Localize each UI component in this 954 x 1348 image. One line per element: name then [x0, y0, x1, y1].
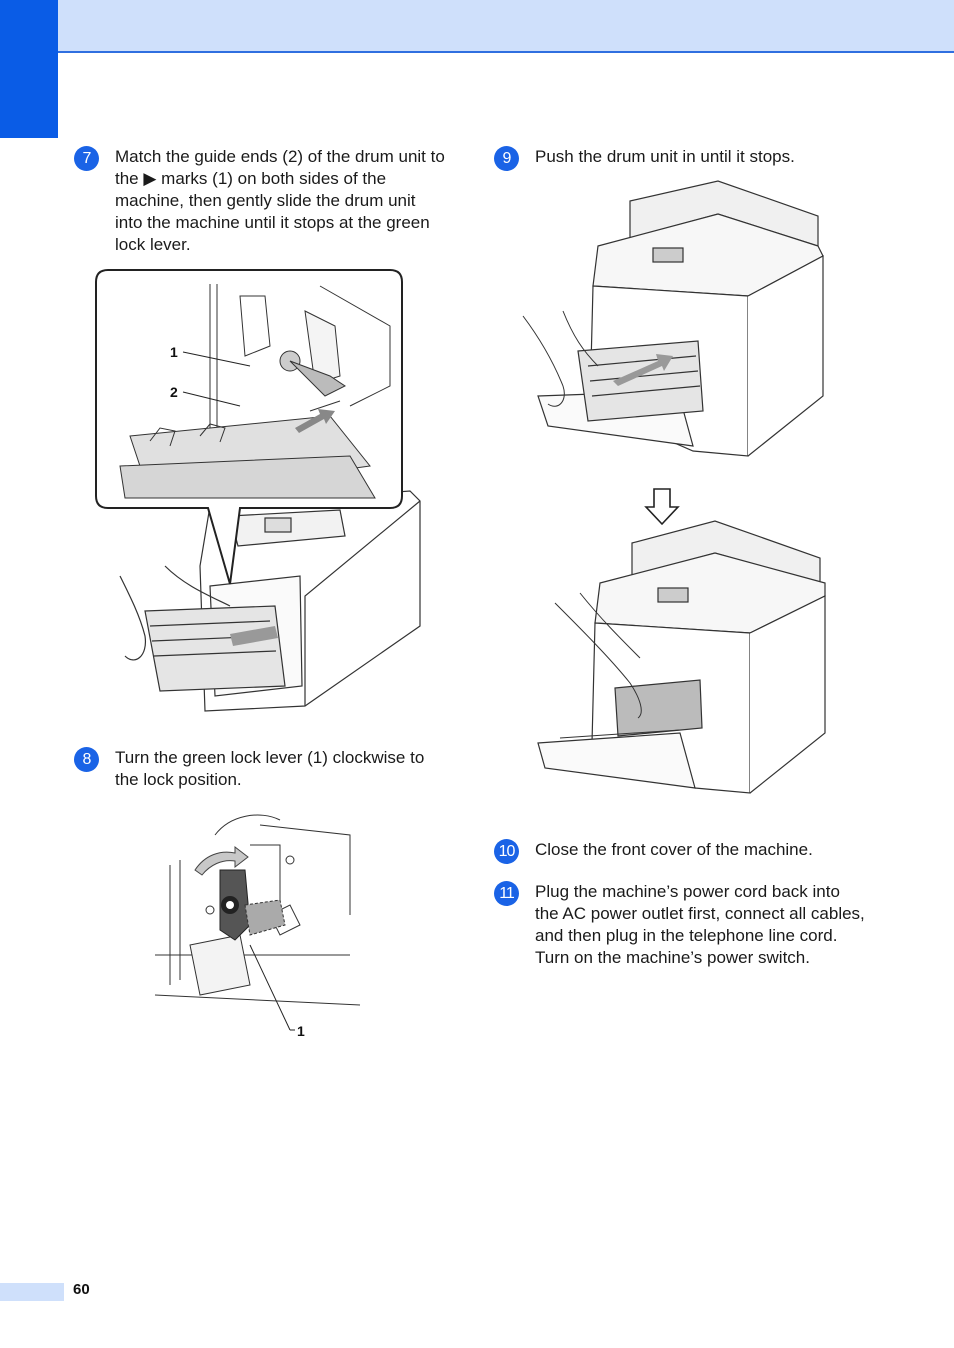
callout-2: 2: [170, 384, 178, 400]
push-drum-illustration: [518, 176, 833, 466]
step-text: Match the guide ends (2) of the drum uni…: [115, 147, 445, 254]
step-badge: 9: [494, 146, 519, 171]
drum-insert-illustration: 1 2: [90, 266, 425, 731]
step-badge: 7: [74, 146, 99, 171]
step-text: Close the front cover of the machine.: [535, 840, 813, 859]
footer-band: [0, 1283, 64, 1301]
step-badge: 10: [494, 839, 519, 864]
step-10: 10 Close the front cover of the machine.: [494, 839, 874, 869]
step-badge: 11: [494, 881, 519, 906]
step-text: Plug the machine’s power cord back into …: [535, 882, 865, 967]
step-9: 9 Push the drum unit in until it stops.: [494, 146, 874, 176]
step-badge: 8: [74, 747, 99, 772]
step-11: 11 Plug the machine’s power cord back in…: [494, 881, 874, 996]
step-text: Push the drum unit in until it stops.: [535, 147, 795, 166]
header-band: [0, 0, 954, 53]
step-8: 8 Turn the green lock lever (1) clockwis…: [74, 747, 454, 797]
lock-lever-illustration: 1: [150, 805, 365, 1045]
page-number: 60: [73, 1281, 90, 1298]
chapter-tab: [0, 0, 58, 138]
drum-inserted-illustration: [530, 518, 830, 803]
step-text: Turn the green lock lever (1) clockwise …: [115, 748, 425, 789]
down-arrow-icon: [644, 487, 680, 527]
callout-1: 1: [170, 344, 178, 360]
step-7: 7 Match the guide ends (2) of the drum u…: [74, 146, 454, 266]
callout-1: 1: [297, 1023, 305, 1039]
